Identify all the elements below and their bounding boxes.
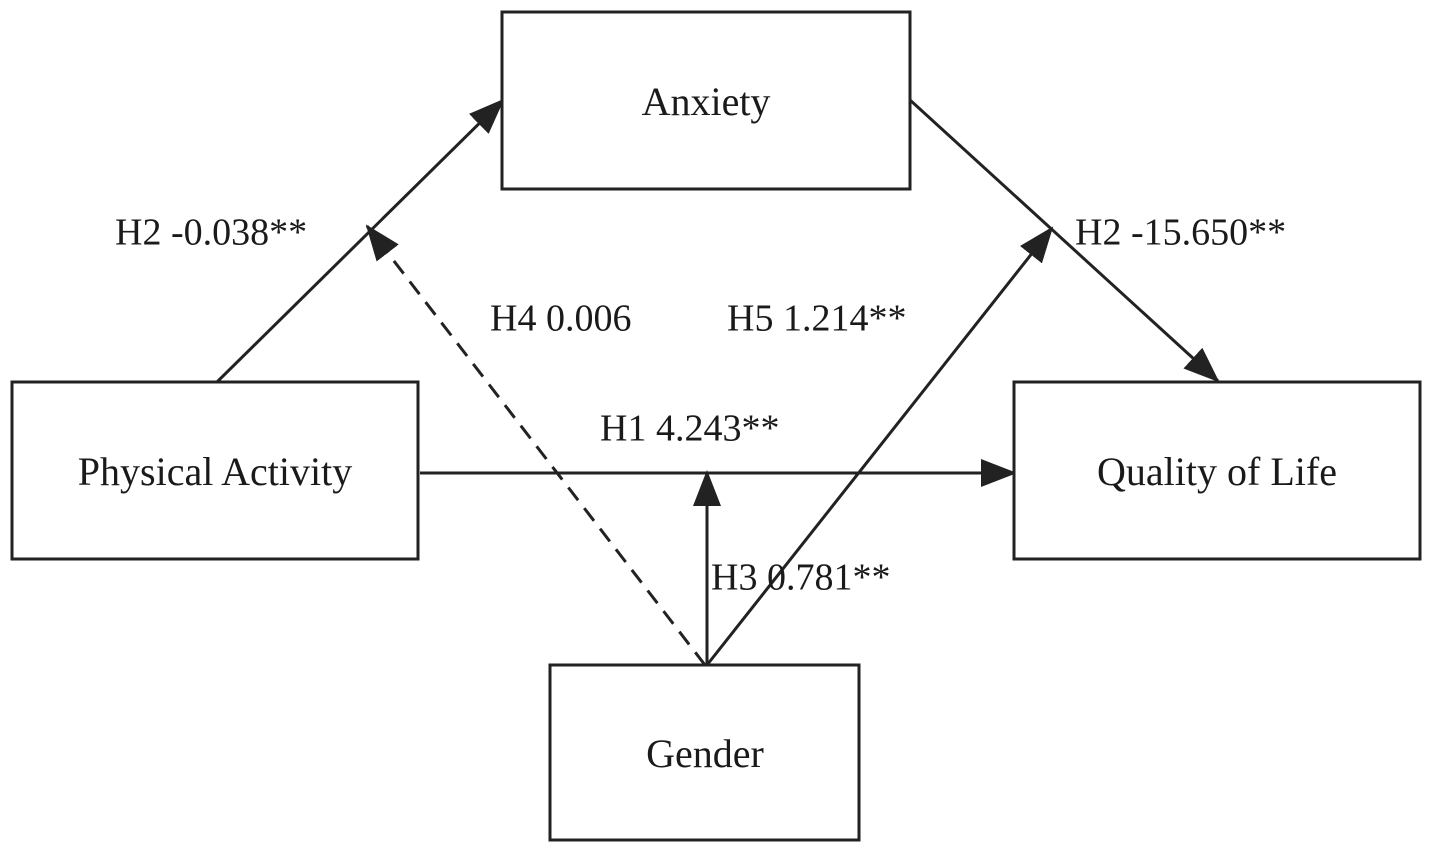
node-physical-activity-label: Physical Activity — [78, 449, 352, 494]
edge-physical-activity-to-anxiety — [215, 98, 505, 384]
node-gender-label: Gender — [646, 731, 764, 776]
edge-label-pa-to-anxiety: H2 -0.038** — [115, 212, 307, 254]
edge-label-gender-to-h2a: H4 0.006 — [490, 298, 631, 340]
node-anxiety: Anxiety — [500, 10, 912, 191]
node-physical-activity: Physical Activity — [10, 380, 420, 561]
edge-gender-to-h2b-path — [705, 226, 1054, 666]
edge-label-gender-to-h2b: H5 1.214** — [727, 298, 906, 340]
node-gender: Gender — [548, 663, 861, 842]
edge-label-anxiety-to-qol: H2 -15.650** — [1075, 212, 1286, 254]
node-quality-of-life-label: Quality of Life — [1097, 449, 1337, 494]
edge-label-gender-to-h1: H3 0.781** — [711, 557, 890, 599]
edge-label-pa-to-qol: H1 4.243** — [600, 408, 779, 450]
node-anxiety-label: Anxiety — [642, 79, 771, 124]
edge-anxiety-to-quality-of-life — [908, 98, 1220, 383]
node-quality-of-life: Quality of Life — [1012, 380, 1422, 561]
edge-gender-to-h2a-path-dashed — [365, 224, 707, 666]
